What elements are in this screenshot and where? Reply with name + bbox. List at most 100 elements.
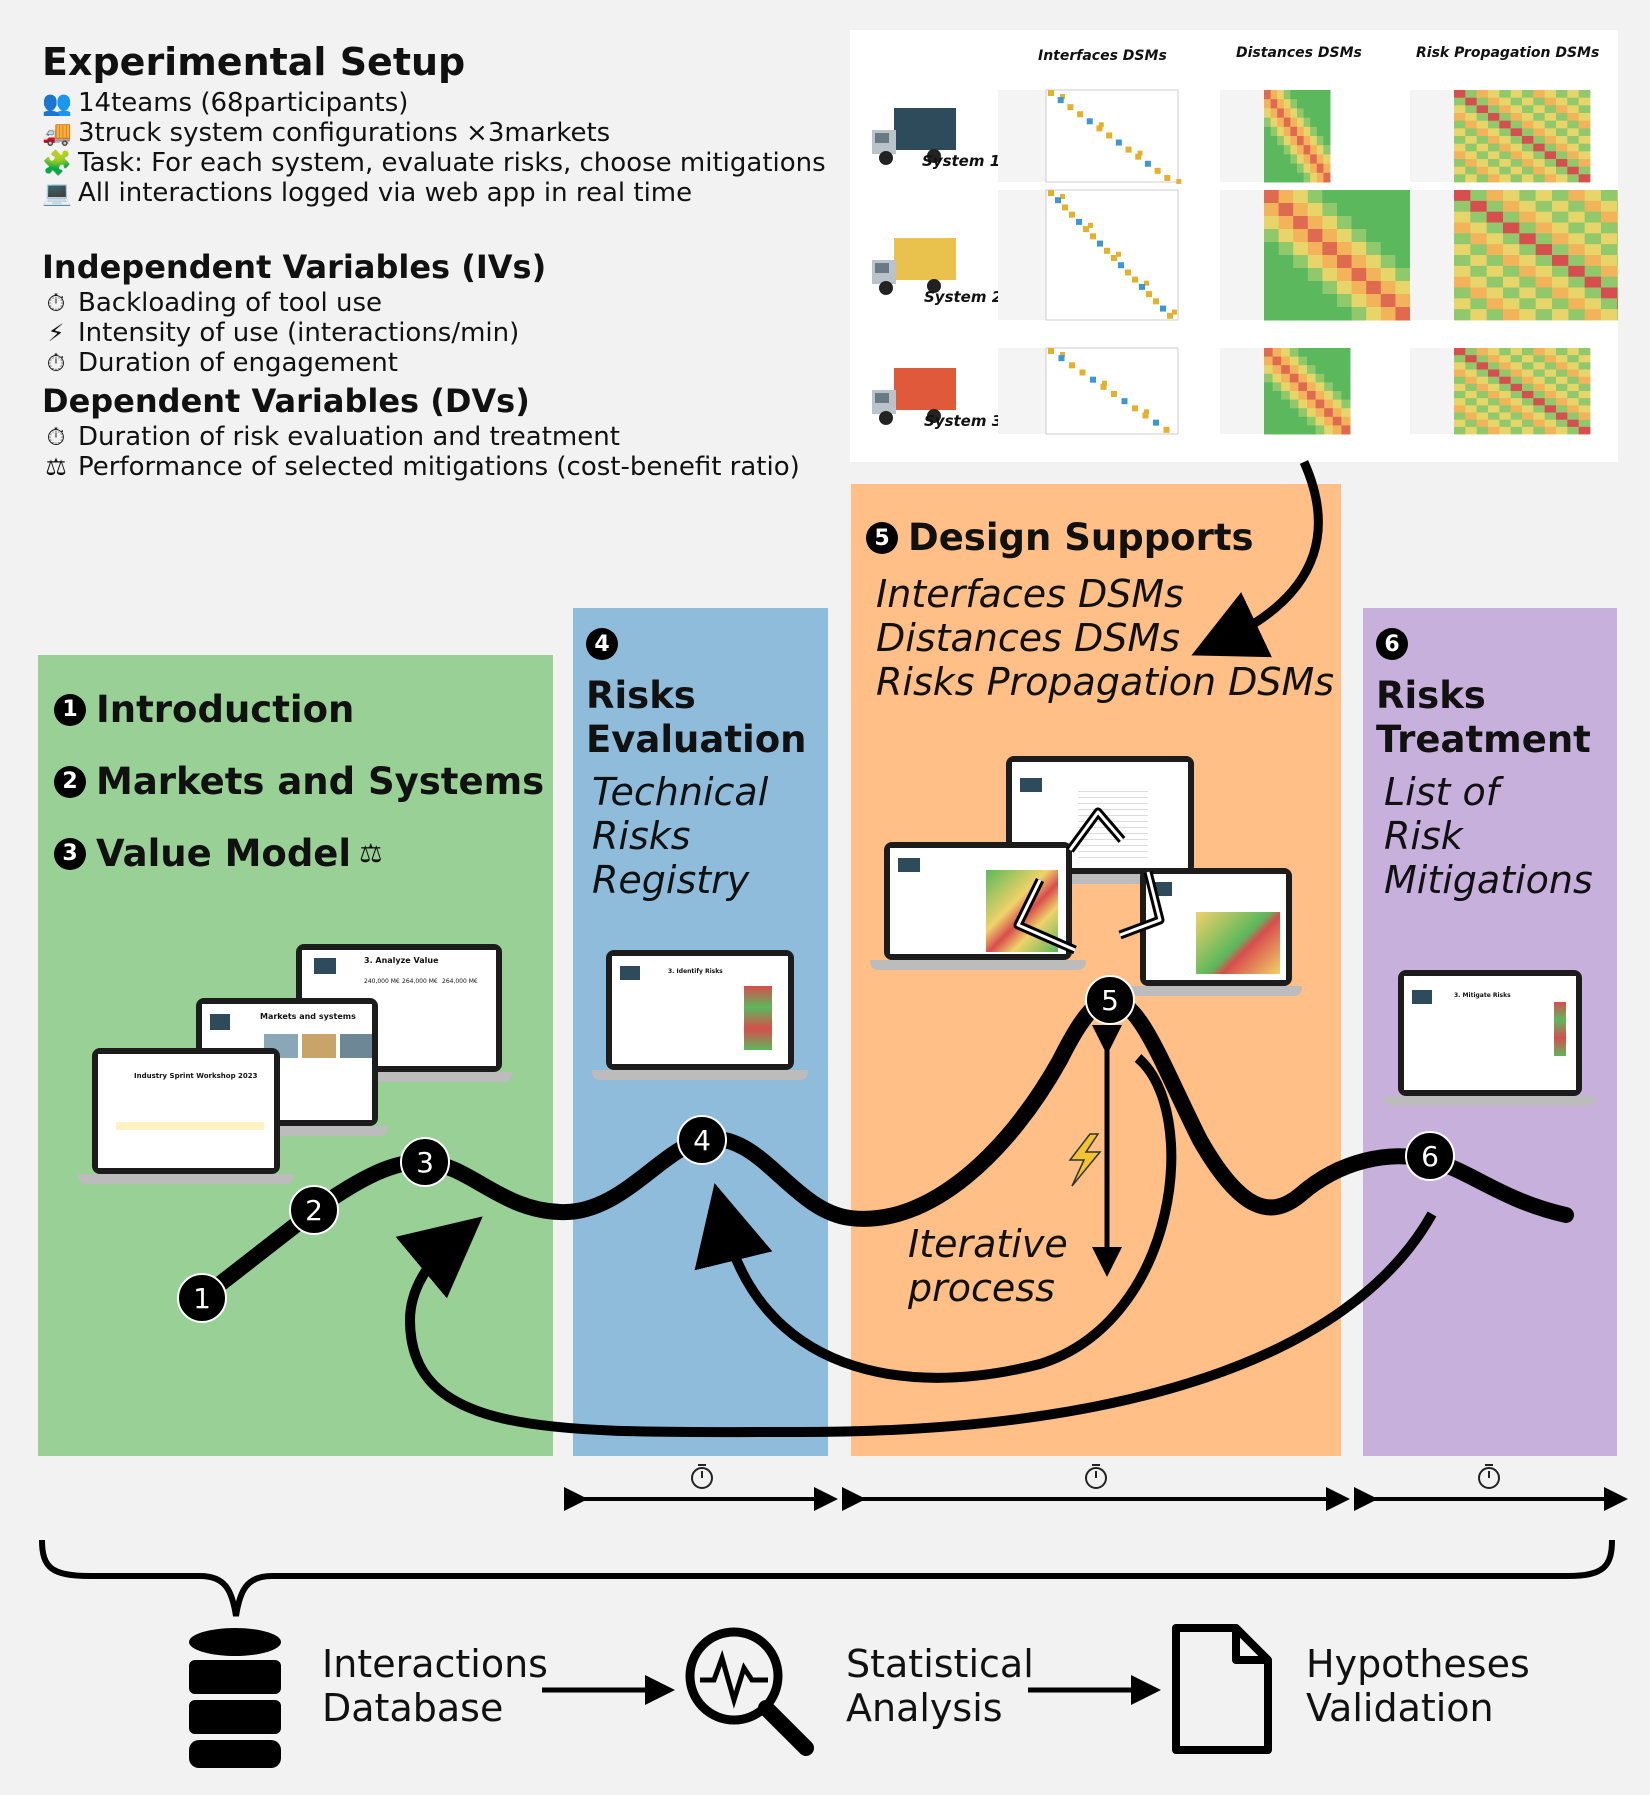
- database-label: Interactions Database: [322, 1642, 548, 1730]
- system-2-label: System 2: [924, 288, 1003, 306]
- dsm-header-interfaces: Interfaces DSMs: [1038, 48, 1167, 64]
- iv-lines: ⏱ Backloading of tool use ⚡ Intensity of us…: [42, 288, 546, 378]
- risk-propagation-dsm-labels: [1410, 190, 1454, 320]
- iv-line: ⚡ Intensity of use (interactions/min): [42, 318, 546, 348]
- dv-line: ⚖Performance of selected mitigations (co…: [42, 452, 800, 482]
- step-3-badge: 3: [54, 837, 86, 870]
- iv-line: ⏱ Backloading of tool use: [42, 288, 546, 318]
- path-marker-2: [289, 1185, 339, 1235]
- interfaces-dsm-labels: [998, 190, 1046, 320]
- stage-markets-label: Markets and Systems: [96, 760, 545, 803]
- stopwatch-icon: ⏱: [46, 289, 66, 317]
- database-line-1: Interactions: [322, 1642, 548, 1686]
- setup-line: 👥14teams (68participants): [42, 88, 826, 118]
- setup-title: Experimental Setup: [42, 40, 466, 84]
- risk-propagation-dsm-labels: [1410, 90, 1454, 182]
- path-marker-label: 6: [1421, 1140, 1439, 1173]
- analysis-line-1: Statistical: [846, 1642, 1034, 1686]
- markets-title: Markets and systems: [260, 1012, 356, 1021]
- truck-icon-system-2: [872, 238, 956, 295]
- truck-icon-system-1: [872, 108, 956, 165]
- stage-risks-treatment: 6 Risks Treatment List of Risk Mitigatio…: [1376, 628, 1593, 902]
- team-icon: 👥: [42, 89, 72, 117]
- return-arrow: [395, 1211, 1437, 1438]
- dsm-panel: Interfaces DSMs Distances DSMs Risk Prop…: [850, 30, 1618, 462]
- path-marker-label: 5: [1101, 984, 1119, 1017]
- step-4-badge: 4: [586, 628, 618, 660]
- distances-dsm-labels: [1220, 348, 1264, 434]
- setup-text: 3truck system configurations ×3markets: [78, 118, 611, 148]
- curly-brace: [39, 1539, 1615, 1617]
- stage-markets: 2 Markets and Systems: [54, 760, 544, 803]
- laptop-icon: 💻: [42, 179, 72, 207]
- setup-line: 🚚3truck system configurations ×3markets: [42, 118, 826, 148]
- step-6-badge: 6: [1376, 628, 1408, 660]
- stopwatch-icon-design: [1085, 1467, 1107, 1489]
- iv-section: Independent Variables (IVs) ⏱ Backloading…: [42, 248, 546, 378]
- lightning-icon: ⚡: [47, 319, 65, 347]
- risks-eval-item-3: Registry: [592, 858, 750, 902]
- dsm-arrow: [1191, 460, 1323, 658]
- design-item-interfaces: Interfaces DSMs: [876, 572, 1184, 616]
- setup-text: All interactions logged via web app in r…: [78, 178, 693, 208]
- laptop-risk-propagation-dsm: [1130, 868, 1302, 996]
- treatment-title-2: Treatment: [1376, 718, 1591, 761]
- analysis-label: Statistical Analysis: [846, 1642, 1034, 1730]
- document-icon: [1172, 1624, 1272, 1754]
- treatment-item-3: Mitigations: [1384, 858, 1593, 902]
- path-marker-label: 3: [416, 1146, 434, 1179]
- puzzle-icon: 🧩: [42, 149, 72, 177]
- analysis-line-2: Analysis: [846, 1686, 1003, 1730]
- laptop-workshop: Industry Sprint Workshop 2023: [78, 1048, 294, 1184]
- dsm-matrices: [998, 89, 1618, 435]
- interfaces-dsm-labels: [998, 348, 1046, 434]
- dv-lines: ⏱Duration of risk evaluation and treatme…: [42, 422, 800, 482]
- treatment-item-1: List of: [1384, 770, 1500, 814]
- step-5-badge: 5: [866, 522, 898, 554]
- mitigate-title: 3. Mitigate Risks: [1454, 992, 1511, 999]
- stage-value-label: Value Model: [96, 832, 352, 875]
- path-marker-5: [1085, 975, 1135, 1025]
- value-number-1: 240,000 M€: [364, 978, 400, 985]
- stage-risks-evaluation: 4 Risks Evaluation Technical Risks Regis…: [586, 628, 806, 902]
- risks-eval-title-2: Evaluation: [586, 718, 807, 761]
- laptop-risks-treatment: 3. Mitigate Risks: [1384, 970, 1596, 1106]
- validation-line-1: Hypotheses: [1306, 1642, 1530, 1686]
- interfaces-dsm-labels: [998, 90, 1046, 182]
- iterative-arrow: [694, 1054, 1177, 1383]
- path-marker-6: [1405, 1131, 1455, 1181]
- risks-eval-item-2: Risks: [592, 814, 691, 858]
- process-path: [194, 991, 1574, 1306]
- truck-icon: 🚚: [42, 119, 72, 147]
- setup-line: 🧩Task: For each system, evaluate risks, …: [42, 148, 826, 178]
- workshop-title: Industry Sprint Workshop 2023: [134, 1072, 258, 1080]
- database-icon: [189, 1628, 281, 1768]
- stage-value-model: 3 Value Model ⚖: [54, 832, 382, 875]
- dv-line: ⏱Duration of risk evaluation and treatme…: [42, 422, 800, 452]
- step-2-badge: 2: [54, 765, 86, 798]
- setup-text: Task: For each system, evaluate risks, c…: [78, 148, 826, 178]
- design-item-distances: Distances DSMs: [876, 616, 1180, 660]
- iv-text: Intensity of use (interactions/min): [78, 318, 520, 348]
- scales-icon: ⚖: [45, 453, 67, 481]
- treatment-item-2: Risk: [1384, 814, 1463, 858]
- stage-design-supports: 5 Design Supports Interfaces DSMs Distan…: [866, 516, 1334, 704]
- treatment-title-1: Risks: [1376, 674, 1486, 717]
- iv-title: Independent Variables (IVs): [42, 248, 547, 286]
- risks-eval-title-1: Risks: [586, 674, 696, 717]
- design-item-risks-propagation: Risks Propagation DSMs: [876, 660, 1335, 704]
- value-number-3: 264,000 M€: [442, 978, 478, 985]
- dsm-header-distances: Distances DSMs: [1236, 45, 1362, 61]
- dsm-header-risk-propagation: Risk Propagation DSMs: [1416, 45, 1600, 61]
- stage-introduction-label: Introduction: [96, 688, 355, 731]
- system-3-label: System 3: [924, 412, 1003, 430]
- stage-introduction: 1 Introduction: [54, 688, 354, 731]
- database-line-2: Database: [322, 1686, 504, 1730]
- path-marker-4: [677, 1115, 727, 1165]
- value-number-2: 264,000 M€: [402, 978, 438, 985]
- path-marker-label: 4: [693, 1124, 711, 1157]
- iv-text: Backloading of tool use: [78, 288, 383, 318]
- iv-text: Duration of engagement: [78, 348, 398, 378]
- iterative-line-1: Iterative: [908, 1222, 1068, 1266]
